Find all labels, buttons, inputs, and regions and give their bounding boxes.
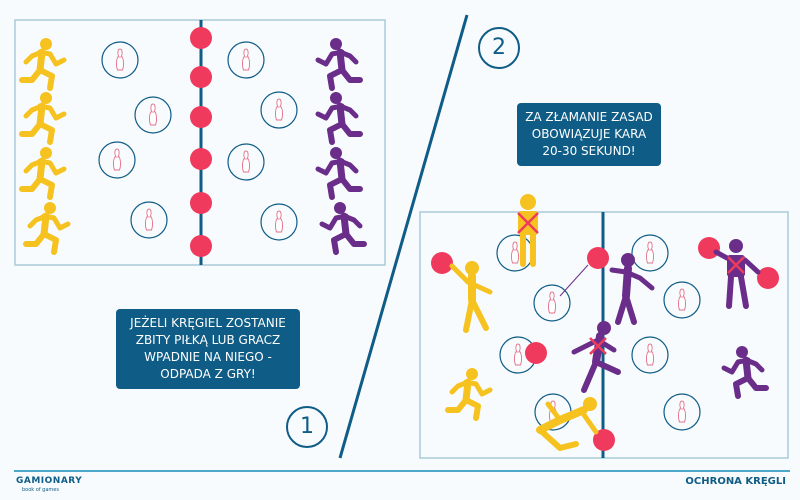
rule-line: ZA ZŁAMANIE ZASAD — [525, 110, 653, 124]
balls-2 — [431, 237, 779, 451]
purple-eliminated-player — [713, 239, 761, 309]
rule-line: ZBITY PIŁKĄ LUB GRACZ — [135, 333, 281, 347]
rule-bubble-2: ZA ZŁAMANIE ZASAD OBOWIĄZUJE KARA 20-30 … — [517, 103, 661, 166]
rule-line: 20-30 SEKUND! — [542, 144, 636, 158]
purple-player-center — [609, 253, 655, 325]
topic-title: OCHRONA KRĘGLI — [685, 476, 786, 487]
yellow-runner-2 — [448, 368, 490, 418]
rule-line: WPADNIE NA NIEGO - — [144, 350, 272, 364]
purple-falling-player — [571, 321, 621, 393]
purple-team-1 — [318, 38, 364, 252]
yellow-thrower — [449, 261, 493, 333]
rule-line: ODPADA Z GRY! — [160, 367, 256, 381]
brand-logo: GAMIONARY — [16, 476, 83, 486]
step-number-1: 1 — [286, 406, 328, 448]
center-balls-1 — [190, 27, 212, 257]
yellow-eliminated-player — [517, 194, 539, 267]
rule-line: OBOWIĄZUJE KARA — [531, 127, 647, 141]
yellow-team-1 — [22, 38, 68, 252]
panel-divider — [338, 14, 469, 459]
purple-runner-2 — [724, 346, 766, 396]
rule-bubble-1: JEŻELI KRĘGIEL ZOSTANIE ZBITY PIŁKĄ LUB … — [116, 309, 300, 389]
brand-tagline: book of games — [22, 487, 59, 493]
footer-divider — [14, 470, 790, 472]
yellow-diver — [536, 397, 599, 451]
rule-line: JEŻELI KRĘGIEL ZOSTANIE — [130, 316, 286, 330]
step-number-2: 2 — [478, 27, 520, 69]
